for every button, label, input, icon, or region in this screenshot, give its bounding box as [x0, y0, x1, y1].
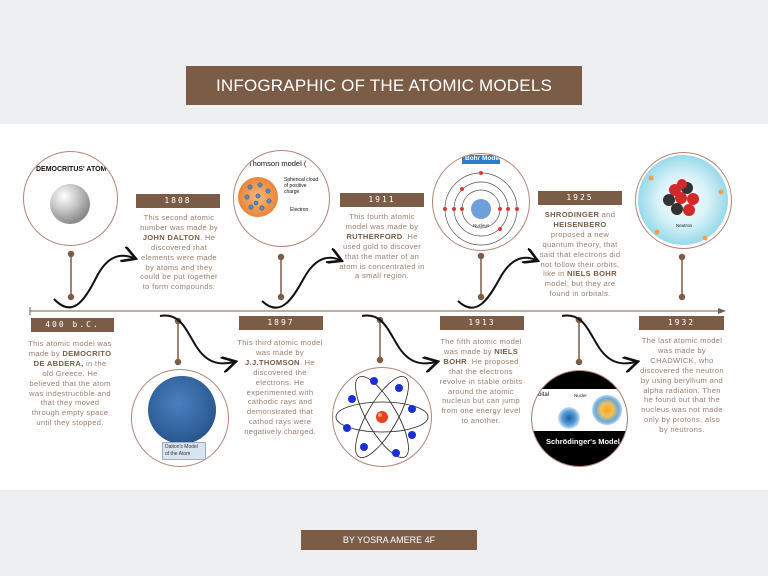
model-description-bohr: The fifth atomic model was made by NIELS… — [439, 337, 523, 426]
schrodinger-sub2: Nuclei — [574, 393, 587, 398]
orbital-cloud-1 — [558, 407, 580, 429]
year-label-1897: 1897 — [239, 316, 323, 330]
rutherford-atom-image — [332, 367, 432, 467]
electron-dots — [244, 182, 272, 211]
model-description-chadwick: The last atomic model was made by CHADWI… — [640, 336, 724, 435]
year-label-400bc: 400 b.C. — [31, 318, 114, 332]
dalton-atom-image: Dalton's Model of the Atom — [131, 369, 229, 467]
year-label-1911: 1911 — [340, 193, 424, 207]
thomson-atom-image: Thomson model ( Spherical cloud of posit… — [233, 150, 330, 247]
model-description-rutherford: This fourth atomic model was made by RUT… — [339, 212, 425, 281]
curved-arrows — [53, 256, 636, 364]
schrodinger-sub1: rbital — [536, 392, 550, 398]
year-label-1808: 1808 — [136, 194, 220, 208]
bohr-sub1: Nucleus — [473, 223, 490, 228]
democritus-atom-image: DEMOCRITUS' ATOM — [23, 151, 118, 246]
model-description-schrodinger: SHRODINGER and HEISENBERO proposed a new… — [539, 210, 621, 299]
orbital-cloud-2 — [592, 395, 622, 425]
chadwick-atom-image: Neutron — [635, 152, 732, 249]
model-description-democritus: This atomic model was made by DEMOCRITO … — [28, 339, 112, 428]
page-title: INFOGRAPHIC OF THE ATOMIC MODELS — [186, 66, 582, 105]
bohr-label: Bohr Model — [465, 155, 501, 162]
year-label-1932: 1932 — [639, 316, 724, 330]
democritus-label: DEMOCRITUS' ATOM — [36, 166, 107, 173]
bohr-atom-image: Bohr Model Nucleus — [432, 153, 530, 251]
schrodinger-label: Schrödinger's Model — [546, 437, 620, 446]
model-description-dalton: This second atomic number was made by JO… — [140, 213, 218, 292]
orbit-diagram — [335, 376, 429, 458]
thomson-sub1: Spherical cloud of positive charge — [284, 177, 319, 195]
year-label-1925: 1925 — [538, 191, 622, 205]
timeline-axis-arrowhead — [718, 308, 726, 314]
bohr-diagram — [443, 155, 519, 246]
author-credit: BY YOSRA AMERE 4F — [301, 530, 477, 550]
nucleus-cluster — [648, 175, 724, 241]
thomson-sub2: Electron — [290, 207, 309, 213]
thomson-label: Thomson model ( — [248, 159, 307, 168]
solid-ball — [148, 376, 216, 444]
model-description-thomson: This third atomic model was made by J.J.… — [237, 338, 323, 437]
dalton-label: Dalton's Model of the Atom — [162, 442, 206, 460]
chadwick-label: Neutron — [676, 223, 693, 228]
year-label-1913: 1913 — [440, 316, 524, 330]
schrodinger-atom-image: rbital Nuclei Schrödinger's Model — [531, 370, 628, 467]
solid-sphere — [50, 184, 90, 224]
